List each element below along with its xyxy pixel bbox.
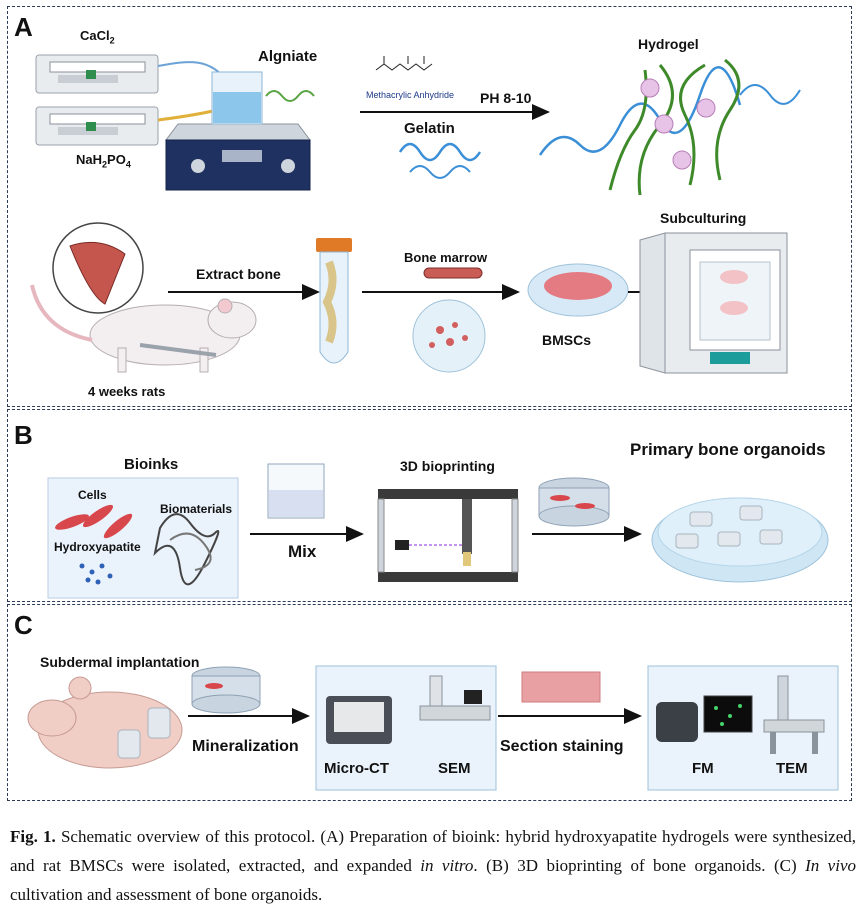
bmscs-dish	[527, 263, 629, 317]
bioprinter	[377, 489, 519, 582]
rats-label: 4 weeks rats	[88, 384, 166, 399]
mineralized-construct	[191, 666, 261, 714]
extract-bone-label: Extract bone	[196, 266, 281, 282]
fm-label: FM	[692, 760, 714, 777]
bioinks-box	[47, 477, 239, 599]
syringe-pump-bottom	[35, 106, 159, 146]
hydrogel-network	[538, 58, 801, 196]
bone-marrow-stick	[423, 267, 483, 279]
gelatin-strand	[398, 142, 482, 162]
alginate-label: Algniate	[258, 48, 318, 65]
figure-caption: Fig. 1. Schematic overview of this proto…	[10, 822, 856, 909]
organoids-label: Primary bone organoids	[630, 440, 826, 459]
mix-beaker	[267, 463, 325, 519]
alginate-chain	[265, 90, 315, 102]
microct-label: Micro-CT	[324, 760, 389, 777]
bone-marrow-label: Bone marrow	[404, 250, 488, 265]
caption-part-1: Schematic overview of this protocol. (A)…	[10, 827, 857, 875]
tem-microscope	[763, 675, 825, 754]
ph-label: PH 8-10	[480, 90, 532, 106]
biomaterials-label: Biomaterials	[160, 502, 233, 516]
magnetic-stirrer	[165, 123, 311, 191]
stained-section	[521, 671, 601, 703]
caption-part-2: . (B) 3D bioprinting of bone organoids. …	[473, 856, 806, 875]
fm-microscope	[656, 695, 753, 742]
implantation-label: Subdermal implantation	[40, 654, 200, 670]
bioprinting-label: 3D bioprinting	[400, 458, 495, 474]
gelatin-label: Gelatin	[404, 120, 455, 137]
printed-construct	[538, 477, 610, 527]
caption-in-vivo: In vivo	[805, 856, 856, 875]
incubator	[639, 232, 788, 374]
caption-fig-number: Fig. 1.	[10, 827, 56, 846]
cacl2-label: CaCl2	[80, 28, 115, 46]
bmscs-label: BMSCs	[542, 332, 592, 348]
section-staining-label: Section staining	[500, 738, 624, 755]
panel-c	[7, 604, 852, 801]
panel-b-letter: B	[14, 420, 33, 450]
subculturing-label: Subculturing	[660, 210, 747, 226]
methacrylic-anhydride-structure	[375, 56, 433, 71]
panel-a-letter: A	[14, 12, 33, 42]
methacrylic-anhydride-label: Methacrylic Anhydride	[366, 90, 455, 100]
sem-machine	[419, 675, 491, 721]
panel-c-letter: C	[14, 610, 33, 640]
hydrogel-label: Hydrogel	[638, 36, 699, 52]
tem-label: TEM	[776, 760, 808, 777]
bioinks-label: Bioinks	[124, 456, 179, 473]
gelatin-strand-2	[409, 165, 471, 179]
beaker	[211, 71, 263, 125]
nude-mouse	[27, 676, 183, 769]
leg-magnifier	[52, 222, 144, 314]
rat-illustration	[30, 284, 257, 373]
hydroxyapatite-label: Hydroxyapatite	[54, 540, 141, 554]
organoid-dish	[651, 497, 829, 583]
mineralization-label: Mineralization	[192, 738, 299, 755]
mix-label: Mix	[288, 542, 317, 561]
panel-b	[7, 409, 852, 602]
caption-in-vitro: in vitro	[420, 856, 474, 875]
marrow-dish	[412, 299, 486, 373]
panel-a	[7, 6, 852, 407]
caption-part-3: cultivation and assessment of bone organ…	[10, 885, 323, 904]
syringe-pump-top	[35, 54, 159, 94]
nah2po4-label: NaH2PO4	[76, 152, 131, 170]
centrifuge-tube	[316, 238, 352, 364]
cells-label: Cells	[78, 488, 107, 502]
micro-ct-machine	[326, 696, 392, 744]
sem-label: SEM	[438, 760, 471, 777]
